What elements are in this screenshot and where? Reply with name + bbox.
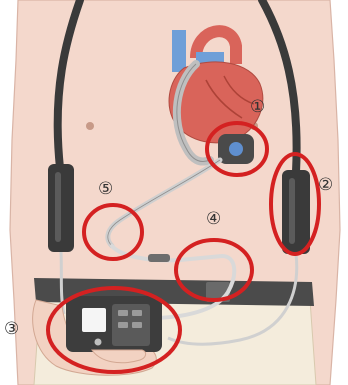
callout-number-2: ② [318,175,333,195]
battery-right [282,170,310,254]
pump-hub [229,142,243,156]
battery-right-highlight [289,178,295,244]
controller-panel [112,304,150,346]
battery-left-highlight [55,172,61,242]
controller-indicator [95,339,102,346]
controller-screen [82,308,106,332]
cable-connector [148,254,170,262]
left-nipple [86,122,94,130]
controller-button-4 [132,322,142,328]
superior-vena-cava [172,30,186,72]
controller-button-3 [118,322,128,328]
controller-button-2 [132,310,142,316]
callout-number-3: ③ [4,319,19,339]
controller-button-1 [118,310,128,316]
callout-number-4: ④ [206,209,221,229]
callout-number-5: ⑤ [98,179,113,199]
callout-number-1: ① [250,97,265,117]
